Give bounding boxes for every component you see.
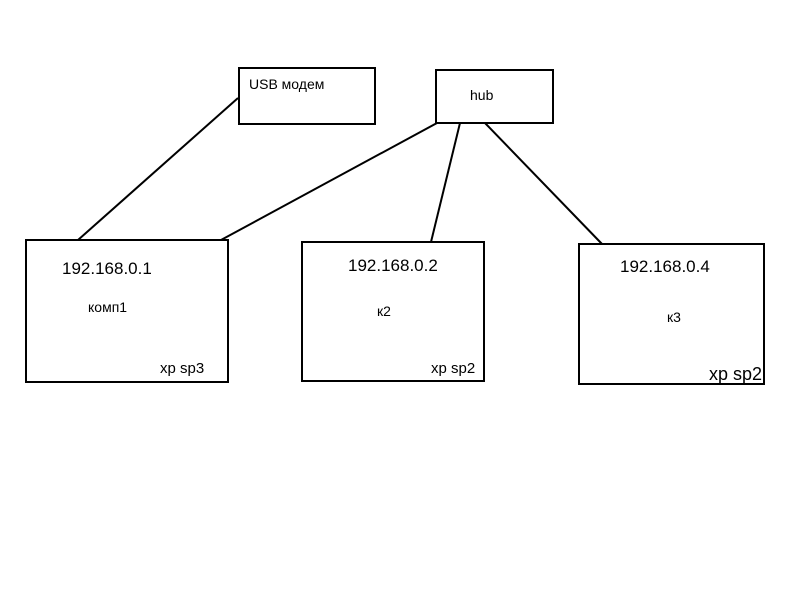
computer-node-2: 192.168.0.2 к2 xp sp2 [301,241,485,382]
computer-ip: 192.168.0.1 [62,259,152,278]
usb-modem-label: USB модем [249,76,325,92]
link-hub-k3 [484,122,603,245]
computer-os: xp sp3 [160,360,205,377]
link-modem-komp1 [77,97,239,241]
computer-name: к2 [377,303,391,319]
computer-node-1: 192.168.0.1 комп1 xp sp3 [25,239,229,383]
hub-node: hub [435,69,554,124]
computer-os: xp sp2 [709,364,763,384]
computer-node-3: 192.168.0.4 к3 xp sp2 [578,243,765,385]
link-hub-k2 [430,122,461,243]
link-hub-komp1 [220,122,438,241]
computer-os: xp sp2 [431,360,476,377]
computer-name: комп1 [88,299,128,315]
computer-ip: 192.168.0.4 [620,257,710,276]
hub-label: hub [470,87,494,103]
computer-name: к3 [667,309,681,325]
usb-modem-node: USB модем [238,67,376,125]
computer-ip: 192.168.0.2 [348,256,438,275]
